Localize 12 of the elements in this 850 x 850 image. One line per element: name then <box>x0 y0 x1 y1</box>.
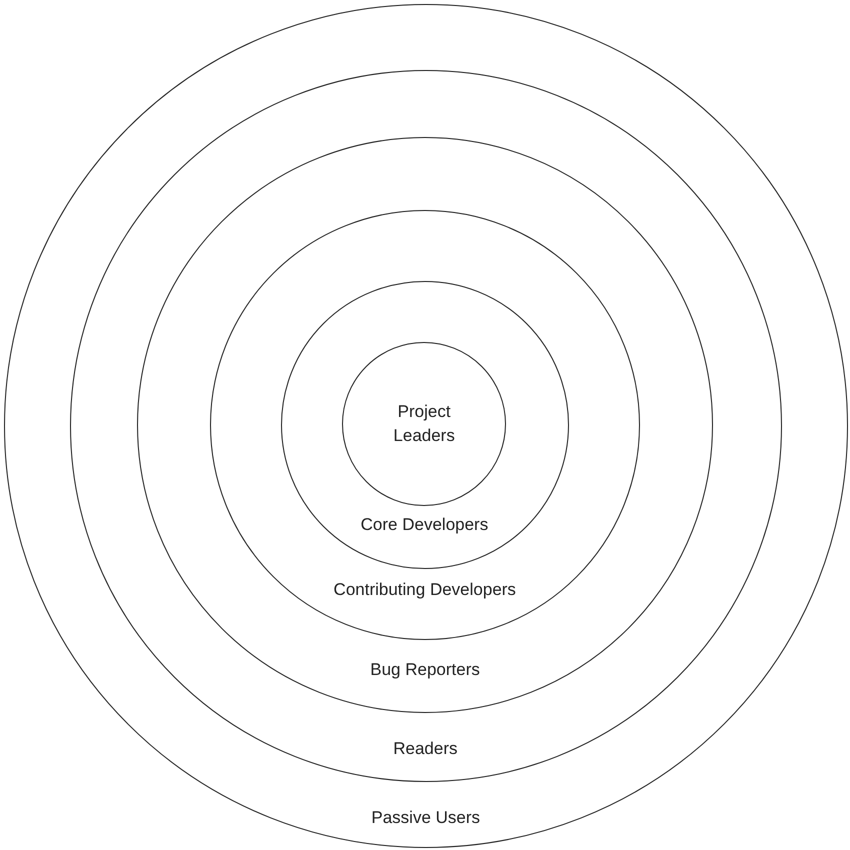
ring-circle <box>210 210 640 640</box>
ring-circle <box>70 70 782 782</box>
ring-label: Core Developers <box>360 514 488 537</box>
ring-label: Contributing Developers <box>334 578 516 601</box>
ring-circle <box>4 4 848 848</box>
ring-label: Bug Reporters <box>370 659 480 682</box>
ring-label: Readers <box>393 738 458 760</box>
ring-label: Project Leaders <box>392 401 456 448</box>
ring-circle <box>137 137 714 714</box>
ring-label: Passive Users <box>371 806 480 829</box>
ring-circle <box>280 280 569 569</box>
ring-circle <box>342 342 506 506</box>
